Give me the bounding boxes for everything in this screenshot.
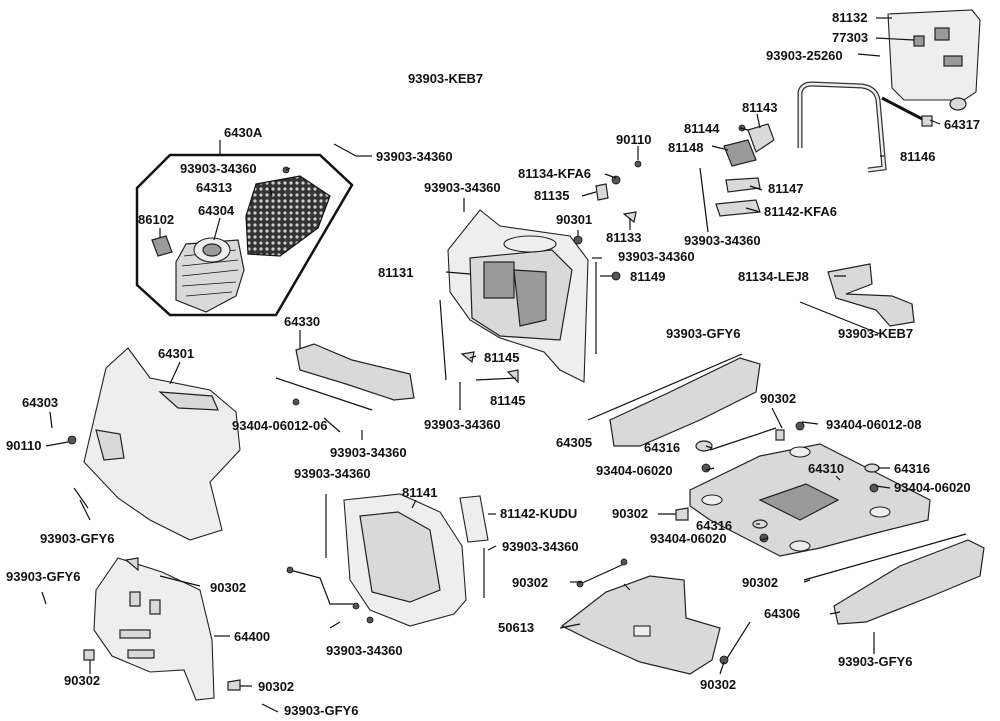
label-81135: 81135 (534, 188, 569, 203)
group-6430a-octagon (135, 153, 354, 317)
part-64301-front-shield (67, 347, 241, 541)
part-81143-latch (723, 123, 775, 167)
label-64303: 64303 (22, 395, 58, 410)
part-81131-storage-box (447, 209, 589, 383)
label-93903-gfy6-b: 93903-GFY6 (40, 531, 114, 546)
label-81148: 81148 (668, 140, 703, 155)
label-81133: 81133 (606, 230, 641, 245)
part-81147-bracket (699, 167, 761, 233)
part-labels: 81132 77303 93903-25260 93903-KEB7 64317… (6, 10, 980, 718)
label-93903-34360-e: 93903-34360 (618, 249, 695, 264)
part-64305-side-rail (587, 353, 761, 447)
label-81142-kfa6: 81142-KFA6 (764, 204, 837, 219)
leader-lines (45, 17, 941, 687)
label-93903-34360-b: 93903-34360 (180, 161, 257, 176)
label-90302-h: 90302 (700, 677, 736, 692)
label-93404-06012-08: 93404-06012-08 (826, 417, 921, 432)
label-93903-34360-j: 93903-34360 (326, 643, 403, 658)
label-81142-kudu: 81142-KUDU (500, 506, 577, 521)
label-90301: 90301 (556, 212, 592, 227)
part-64330-cover (275, 343, 415, 411)
label-77303: 77303 (832, 30, 868, 45)
label-93903-34360-a: 93903-34360 (376, 149, 453, 164)
label-81145-b: 81145 (490, 393, 525, 408)
label-64316-c: 64316 (696, 518, 732, 533)
label-90302-a: 90302 (760, 391, 796, 406)
label-81147: 81147 (768, 181, 803, 196)
label-93903-gfy6-e: 93903-GFY6 (284, 703, 358, 718)
label-93404-06020-b: 93404-06020 (894, 480, 971, 495)
label-90302-f: 90302 (64, 673, 100, 688)
label-50613: 50613 (498, 620, 534, 635)
label-93903-gfy6-a: 93903-GFY6 (666, 326, 740, 341)
label-64317: 64317 (944, 117, 980, 132)
part-50613-under-cover (560, 558, 751, 675)
label-93404-06020-c: 93404-06020 (650, 531, 727, 546)
label-64316-b: 64316 (894, 461, 930, 476)
label-81132: 81132 (832, 10, 867, 25)
part-81134-lej8-bracket (799, 263, 915, 335)
label-81149: 81149 (630, 269, 665, 284)
label-64316-a: 64316 (644, 440, 680, 455)
part-64306-side-skirt (803, 533, 985, 650)
label-81134-kfa6: 81134-KFA6 (518, 166, 591, 181)
label-93903-34360-c: 93903-34360 (424, 180, 501, 195)
label-93903-keb7-right: 93903-KEB7 (838, 326, 913, 341)
label-81145-a: 81145 (484, 350, 519, 365)
label-90302-e: 90302 (742, 575, 778, 590)
label-93903-34360-g: 93903-34360 (330, 445, 407, 460)
label-64310: 64310 (808, 461, 844, 476)
label-93903-25260: 93903-25260 (766, 48, 843, 63)
label-64305: 64305 (556, 435, 592, 450)
label-81131: 81131 (378, 265, 413, 280)
label-90110-top: 90110 (616, 132, 651, 147)
label-6430a: 6430A (224, 125, 263, 140)
part-81141-side-panel (325, 493, 485, 627)
fasteners-center (460, 160, 642, 384)
label-64330: 64330 (284, 314, 320, 329)
label-64306: 64306 (764, 606, 800, 621)
label-90302-d: 90302 (512, 575, 548, 590)
part-81146-seal-loop (797, 81, 887, 173)
label-93903-34360-h: 93903-34360 (294, 466, 371, 481)
label-86102: 86102 (138, 212, 174, 227)
label-64304: 64304 (198, 203, 235, 218)
label-90302-g: 90302 (258, 679, 294, 694)
label-93903-34360-i: 93903-34360 (502, 539, 579, 554)
label-93903-gfy6-c: 93903-GFY6 (6, 569, 80, 584)
label-90302-b: 90302 (612, 506, 648, 521)
label-81146: 81146 (900, 149, 935, 164)
label-81143: 81143 (742, 100, 777, 115)
part-64310-floor-frame (675, 421, 931, 557)
part-64317-rod (881, 96, 933, 127)
label-93903-gfy6-d: 93903-GFY6 (838, 654, 912, 669)
label-93903-keb7-top: 93903-KEB7 (408, 71, 483, 86)
label-64400: 64400 (234, 629, 270, 644)
label-64301: 64301 (158, 346, 194, 361)
part-64400-inner-cover (41, 557, 279, 713)
label-81144: 81144 (684, 121, 720, 136)
fasteners-left-bottom (286, 566, 374, 624)
label-93404-06012-06: 93404-06012-06 (232, 418, 327, 433)
label-81134-lej8: 81134-LEJ8 (738, 269, 809, 284)
label-93903-34360-d: 93903-34360 (684, 233, 761, 248)
label-90110-left: 90110 (6, 438, 41, 453)
label-93903-34360-f: 93903-34360 (424, 417, 501, 432)
part-81132-rear-panel (887, 9, 981, 111)
label-81141: 81141 (402, 485, 437, 500)
label-64313: 64313 (196, 180, 232, 195)
label-90302-c: 90302 (210, 580, 246, 595)
label-93404-06020-a: 93404-06020 (596, 463, 673, 478)
part-81142-kudu-strip (459, 495, 489, 543)
